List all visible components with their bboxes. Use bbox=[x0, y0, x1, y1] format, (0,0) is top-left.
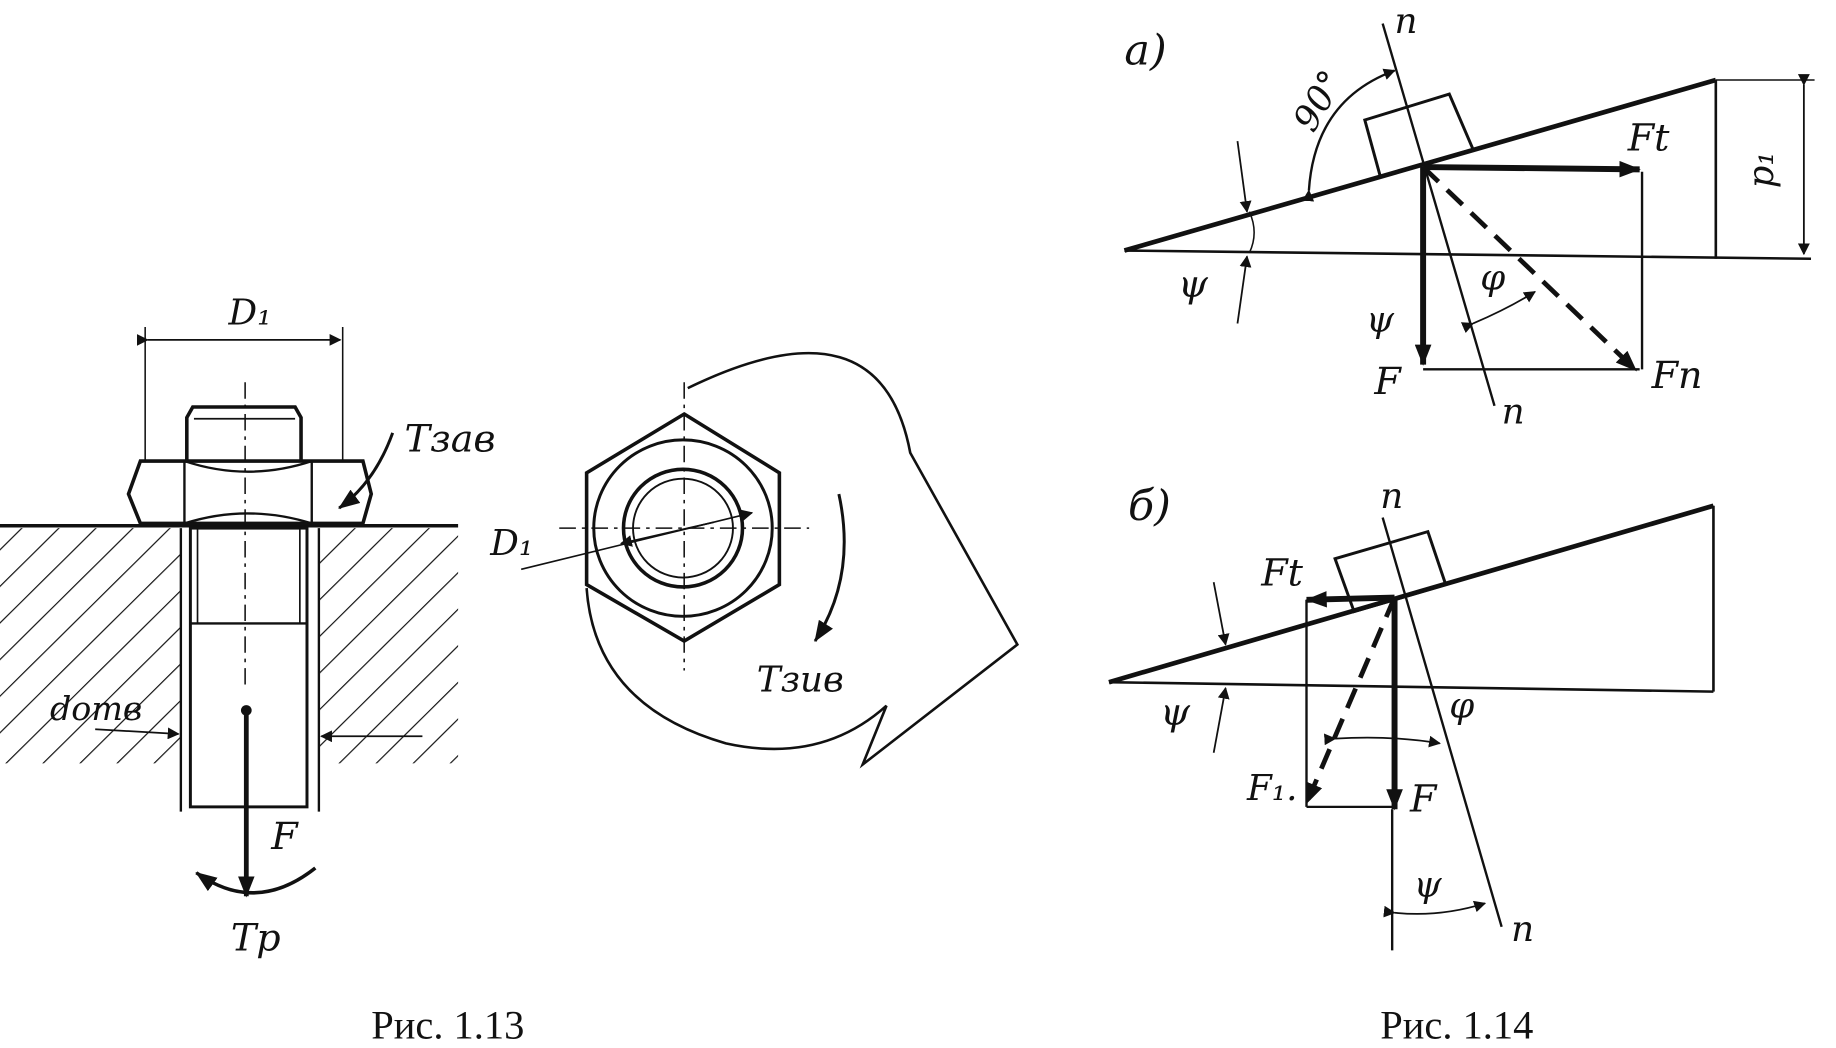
incline-angle-label-a: ψ bbox=[1178, 262, 1208, 306]
right-angle-label: 90° bbox=[1285, 64, 1352, 139]
wrench-torque-arrow bbox=[813, 493, 846, 643]
resultant-force-label-a: Fn bbox=[1651, 353, 1703, 397]
incline-angle-label-b: ψ bbox=[1160, 690, 1190, 734]
friction-angle-arc-a bbox=[1460, 290, 1536, 334]
reaction-torque-arrow bbox=[195, 866, 317, 895]
wrench-torque-label: Tзив bbox=[757, 660, 844, 701]
resultant-force-arrow-a bbox=[1421, 165, 1638, 373]
bolt-end bbox=[185, 405, 303, 462]
d1-label: D₁ bbox=[227, 293, 271, 334]
friction-angle-label-b: φ bbox=[1449, 686, 1474, 727]
d1-plan-dimension bbox=[520, 509, 754, 571]
normal-top-label-a: n bbox=[1395, 1, 1418, 42]
friction-angle-label-a: φ bbox=[1480, 258, 1505, 299]
right-angle-arc bbox=[1302, 68, 1396, 202]
panel-label-a: а) bbox=[1124, 26, 1166, 76]
axial-force-label-a: F bbox=[1373, 359, 1402, 403]
tightening-torque-arrow bbox=[338, 432, 395, 510]
incline-diagram-a: а) n n 90° ψ Ft F ψ Fn φ p₁ bbox=[1123, 1, 1815, 433]
tightening-torque-label: Tзав bbox=[405, 417, 496, 461]
horizontal-base-a bbox=[1124, 249, 1812, 261]
normal-top-label-b: n bbox=[1380, 476, 1403, 517]
friction-angle-arc-b bbox=[1323, 733, 1441, 748]
sliding-block-a bbox=[1362, 92, 1476, 179]
nut bbox=[126, 459, 374, 526]
bolt-section-view: D₁ Tзав dотв F Tр bbox=[0, 293, 496, 960]
helix-angle-label-b: ψ bbox=[1414, 864, 1443, 905]
axial-force-label-b: F bbox=[1409, 777, 1438, 821]
normal-bottom-label-b: n bbox=[1511, 909, 1534, 950]
wrench-outline bbox=[585, 351, 1020, 769]
d1-plan-label: D₁ bbox=[489, 523, 533, 564]
wrench-plan-view: D₁ Tзив bbox=[489, 351, 1020, 769]
incline-diagram-b: б) n n ψ Ft F F₁. φ ψ bbox=[1108, 476, 1715, 951]
hole-diameter-label: dотв bbox=[50, 689, 142, 728]
normal-line-b bbox=[1381, 517, 1503, 928]
tangential-force-arrow-a bbox=[1423, 160, 1641, 178]
resultant-force-label-b: F₁. bbox=[1246, 768, 1297, 809]
horizontal-base-b bbox=[1108, 680, 1714, 693]
pitch-label: p₁ bbox=[1741, 151, 1782, 188]
helix-angle-label-a: ψ bbox=[1366, 300, 1395, 341]
normal-bottom-label-a: n bbox=[1502, 392, 1525, 433]
hatched-material-left bbox=[0, 528, 181, 764]
tangential-force-label-a: Ft bbox=[1627, 116, 1671, 160]
reaction-torque-label: Tр bbox=[231, 916, 281, 960]
resultant-force-arrow-b bbox=[1304, 596, 1397, 805]
helix-angle-arc-b bbox=[1383, 900, 1487, 918]
caption-fig-1-14: Рис. 1.14 bbox=[1380, 1003, 1533, 1048]
caption-fig-1-13: Рис. 1.13 bbox=[371, 1003, 524, 1048]
hatched-material-right bbox=[318, 528, 459, 764]
axial-force-label: F bbox=[270, 814, 299, 858]
tangential-force-label-b: Ft bbox=[1260, 551, 1304, 595]
normal-line-a bbox=[1381, 23, 1496, 407]
tangential-force-arrow-b bbox=[1305, 591, 1395, 608]
sliding-block-b bbox=[1333, 529, 1448, 614]
panel-label-b: б) bbox=[1128, 481, 1171, 531]
